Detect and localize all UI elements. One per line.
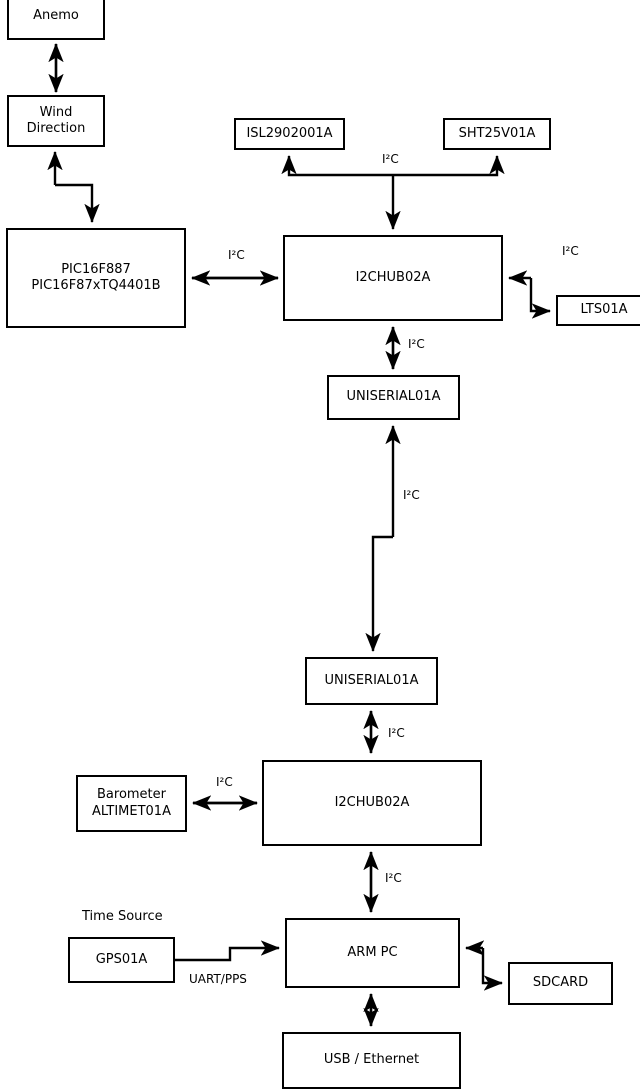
node-lts01a-label: LTS01A [580,302,628,318]
wire-gps-arm [175,940,280,962]
wire-label-uart-pps: UART/PPS [189,972,247,986]
wire-label-i2c-uniserial-hub: I²C [388,726,405,740]
node-gps01a[interactable]: GPS01A [68,937,175,983]
node-wind-direction-label: Wind Direction [26,104,86,136]
node-wind-direction[interactable]: Wind Direction [7,95,105,147]
node-arm-pc-label: ARM PC [347,944,398,960]
node-gps01a-label: GPS01A [95,951,148,967]
node-usb-ethernet-label: USB / Ethernet [323,1052,420,1068]
wire-bus-sht [393,155,505,177]
node-uniserial01a-bottom-label: UNISERIAL01A [324,672,419,688]
node-usb-ethernet[interactable]: USB / Ethernet [282,1032,461,1089]
label-time-source: Time Source [82,909,163,924]
node-pic-mcu-label: PIC16F887 PIC16F87xTQ4401B [31,261,161,293]
wire-label-i2c-pic-hub: I²C [228,248,245,262]
node-sht25v01a[interactable]: SHT25V01A [443,118,551,150]
node-i2chub02a-top-label: I2CHUB02A [355,269,431,285]
node-uniserial01a-top[interactable]: UNISERIAL01A [327,375,460,420]
node-uniserial01a-bottom[interactable]: UNISERIAL01A [305,657,438,705]
node-i2chub02a-bottom-label: I2CHUB02A [334,794,410,810]
node-sht25v01a-label: SHT25V01A [458,125,536,141]
node-uniserial01a-top-label: UNISERIAL01A [346,389,441,405]
wire-arm-sdcard [481,948,503,991]
wire-label-i2c-hub-arm: I²C [385,871,402,885]
wire-bus-isl [281,155,393,177]
wire-label-i2c-hub-lts: I²C [562,244,579,258]
wire-uniserial-down [365,535,393,652]
wire-label-i2c-isl-sht: I²C [382,152,399,166]
node-anemo-label: Anemo [33,7,79,23]
wire-wind-pic [55,183,100,223]
node-anemo[interactable]: Anemo [7,0,105,40]
node-pic-mcu[interactable]: PIC16F887 PIC16F87xTQ4401B [6,228,186,328]
wire-hub-lts [529,278,551,319]
node-barometer-altimet01a[interactable]: Barometer ALTIMET01A [76,775,187,832]
node-isl2902001a-label: ISL2902001A [246,125,333,141]
node-arm-pc[interactable]: ARM PC [285,918,460,988]
node-i2chub02a-top[interactable]: I2CHUB02A [283,235,503,321]
node-i2chub02a-bottom[interactable]: I2CHUB02A [262,760,482,846]
wire-label-i2c-uniserial-uniserial: I²C [403,488,420,502]
wire-label-i2c-hub-uniserial: I²C [408,337,425,351]
wire-label-i2c-baro-hub: I²C [216,775,233,789]
node-barometer-altimet01a-label: Barometer ALTIMET01A [92,787,171,819]
node-lts01a[interactable]: LTS01A [556,295,640,326]
node-sdcard-label: SDCARD [532,975,589,991]
node-isl2902001a[interactable]: ISL2902001A [234,118,345,150]
node-sdcard[interactable]: SDCARD [508,962,613,1005]
